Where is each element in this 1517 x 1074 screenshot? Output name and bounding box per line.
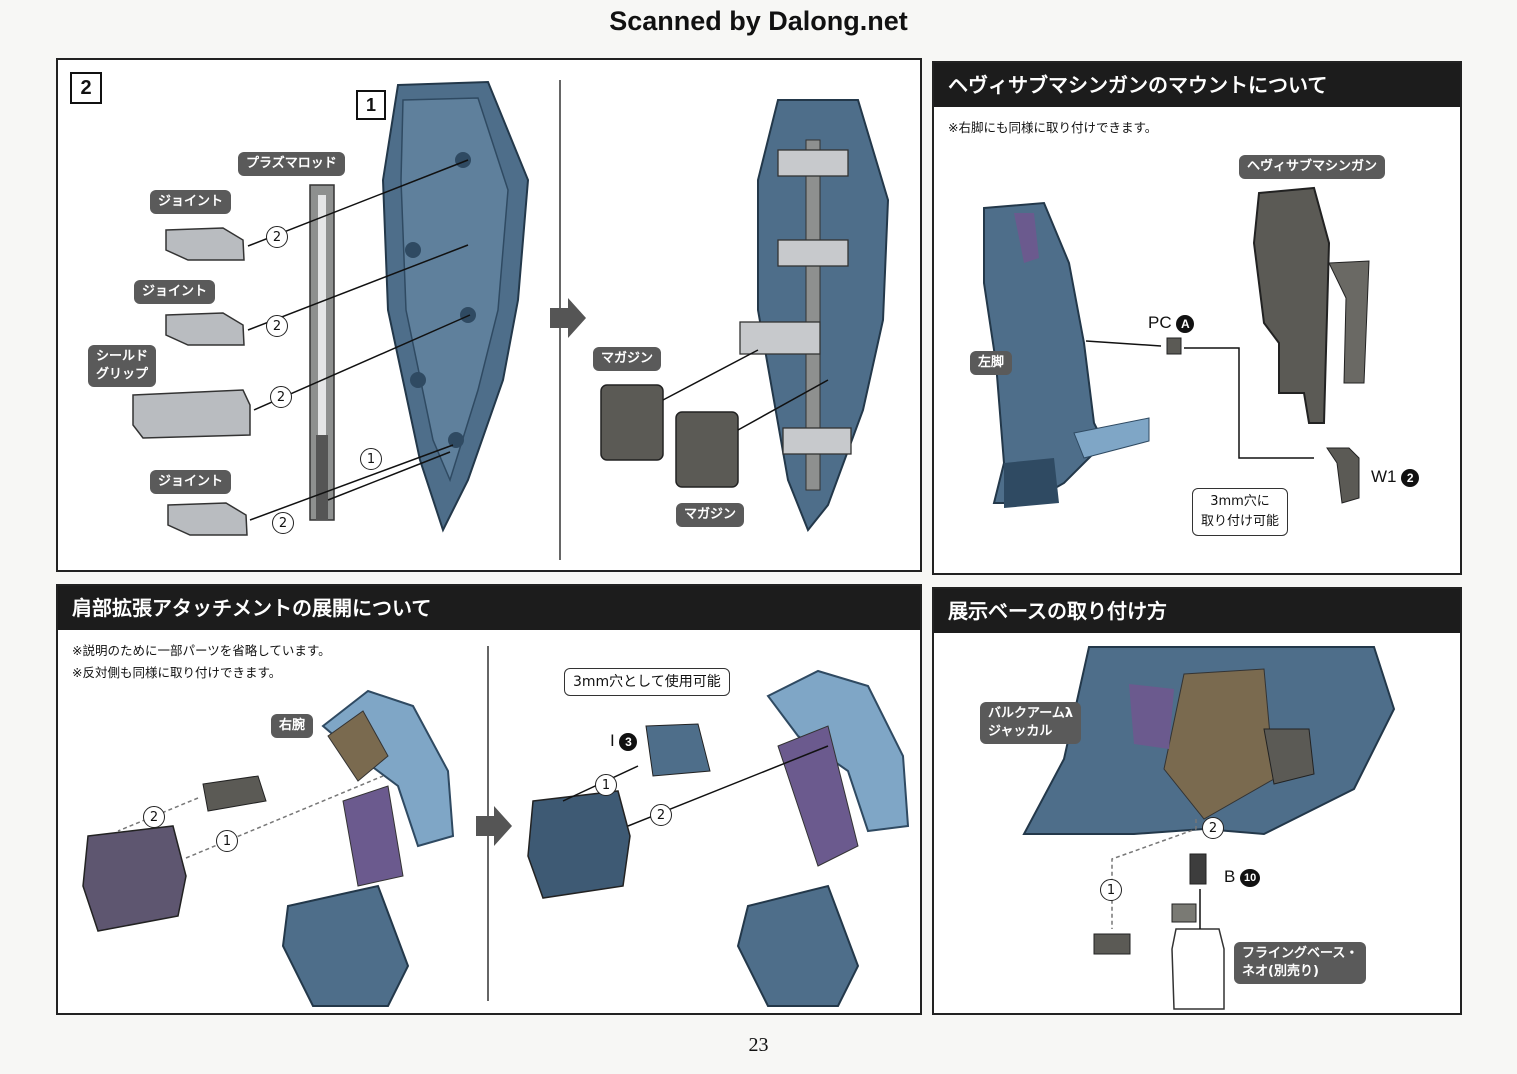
part-pc: PC A: [1148, 313, 1195, 333]
step-marker: 1: [1100, 879, 1122, 901]
panel-display-base: 展示ベースの取り付け方 展示ベースの取り付け方 バルクアームλ ジャッカル B …: [932, 587, 1462, 1015]
step-marker: 2: [1202, 817, 1224, 839]
step-marker: 2: [270, 386, 292, 408]
label-vulcan-arm: バルクアームλ ジャッカル: [980, 702, 1082, 744]
step-marker: 2: [272, 512, 294, 534]
callout-3mm-hole: 3mm穴に 取り付け可能: [1192, 488, 1289, 536]
runner-2-badge: 2: [1401, 468, 1420, 487]
step-marker: 2: [650, 804, 672, 826]
runner-10-badge: 10: [1240, 868, 1261, 887]
label-shield-grip: シールド グリップ: [88, 345, 157, 387]
step-marker: 2: [266, 315, 288, 337]
panel-title: ヘヴィサブマシンガンのマウントについて: [934, 63, 1460, 107]
label-right-arm: 右腕: [271, 714, 314, 738]
base-illustration: [1022, 646, 1396, 1010]
part-w1: W1 2: [1371, 467, 1420, 487]
i-code: I: [610, 731, 615, 750]
part-i: I 3: [610, 731, 638, 751]
runner-a-badge: A: [1176, 314, 1195, 333]
step-marker: 1: [216, 830, 238, 852]
label-joint-2: ジョイント: [134, 280, 216, 304]
note-text: ※右脚にも同様に取り付けできます。: [948, 120, 1158, 135]
panel-shoulder-attachment: 肩部拡張アタッチメントの展開について ※説明のために一部パーツを省略しています。…: [56, 584, 922, 1015]
page-number: 23: [748, 1034, 769, 1056]
panel-title: 肩部拡張アタッチメントの展開について: [58, 586, 920, 630]
step-marker: 1: [595, 774, 617, 796]
shoulder-illustration: [82, 646, 910, 1007]
label-left-leg: 左脚: [970, 351, 1013, 375]
label-magazine-1: マガジン: [593, 347, 662, 371]
callout-3mm-use: 3mm穴として使用可能: [564, 668, 730, 696]
w1-code: W1: [1371, 467, 1397, 486]
b-code: B: [1224, 867, 1236, 886]
note-text: ※説明のために一部パーツを省略しています。: [72, 643, 331, 658]
mount-illustration: [983, 186, 1370, 508]
step-marker: 2: [266, 226, 288, 248]
pc-code: PC: [1148, 313, 1172, 332]
scanner-header: Scanned by Dalong.net: [609, 6, 908, 36]
step-marker: 1: [360, 448, 382, 470]
step-marker: 2: [143, 806, 165, 828]
label-joint-3: ジョイント: [150, 470, 232, 494]
panel-title-bar: 展示ベースの取り付け方: [934, 589, 1460, 633]
step-number: 2: [70, 72, 102, 104]
part-b: B 10: [1224, 867, 1261, 887]
note-text: ※反対側も同様に取り付けできます。: [72, 665, 282, 680]
label-heavy-smg: ヘヴィサブマシンガン: [1239, 155, 1386, 179]
label-plasma-rod: プラズマロッド: [238, 152, 345, 176]
runner-3-badge: 3: [619, 732, 638, 751]
label-magazine-2: マガジン: [676, 503, 745, 527]
sub-step-number: 1: [356, 90, 386, 120]
label-flying-base: フライングベース・ ネオ(別売り): [1234, 942, 1367, 984]
label-joint-1: ジョイント: [150, 190, 232, 214]
step2-illustration: [132, 80, 890, 560]
panel-smg-mount: ヘヴィサブマシンガンのマウントについて ※右脚にも同様に取り付けできます。 ヘヴ…: [932, 61, 1462, 575]
panel-step-2: 2 1 プラズマロッド ジョイント ジョイント シールド グリップ ジョイント …: [56, 58, 922, 572]
